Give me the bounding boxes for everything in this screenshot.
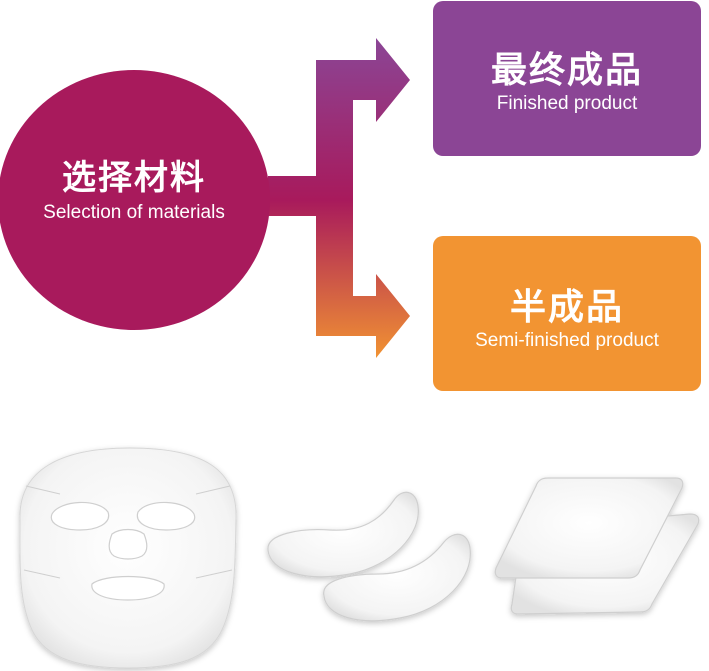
- flow-arrows: [268, 38, 410, 358]
- semi-finished-product-title-cn: 半成品: [509, 286, 624, 328]
- finished-product-title-cn: 最终成品: [490, 49, 643, 91]
- source-title-cn: 选择材料: [62, 158, 206, 198]
- semi-finished-product-title-en: Semi-finished product: [475, 330, 659, 351]
- source-circle: 选择材料 Selection of materials: [0, 70, 270, 330]
- eye-patch-pair-icon: [267, 491, 471, 622]
- product-illustrations: [19, 447, 700, 669]
- face-mask-sheet-icon: [19, 447, 237, 669]
- finished-product-box: 最终成品 Finished product: [433, 1, 701, 156]
- finished-product-title-en: Finished product: [496, 93, 638, 114]
- source-title-en: Selection of materials: [43, 202, 225, 223]
- connector-arrow-shape: [268, 38, 410, 358]
- square-pad-pair-icon: [494, 477, 700, 615]
- semi-finished-product-box: 半成品 Semi-finished product: [433, 236, 701, 391]
